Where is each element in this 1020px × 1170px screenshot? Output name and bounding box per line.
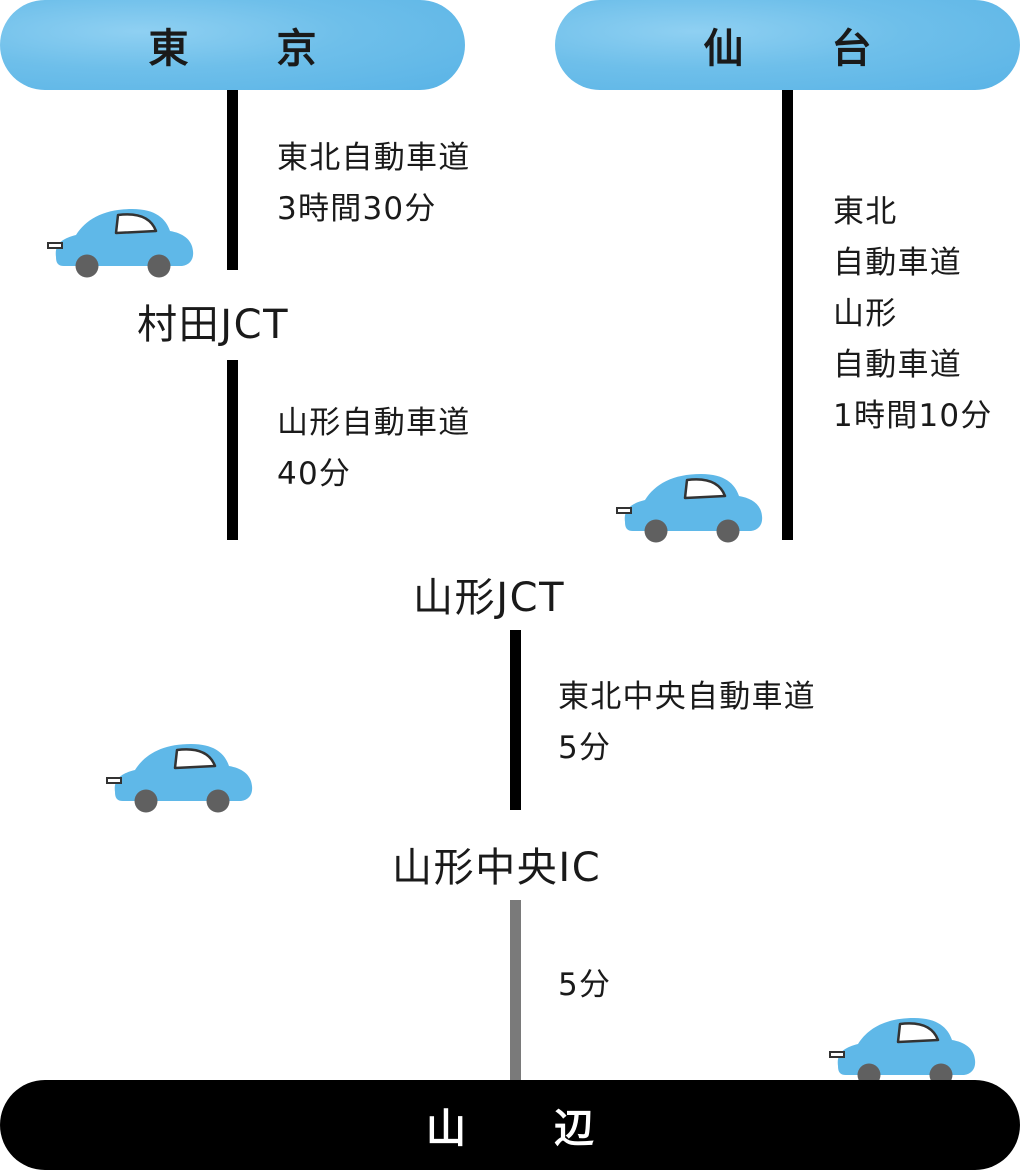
segment-road-line-1: 東北: [833, 194, 898, 230]
segment-road-line-2: 自動車道: [833, 245, 962, 281]
route-line-jct-chuo: [510, 630, 521, 810]
origin-sendai-label: 仙 台: [703, 26, 896, 72]
segment-road: 東北中央自動車道: [558, 679, 816, 715]
segment-time: 1時間10分: [833, 398, 993, 434]
node-murata-jct: 村田JCT: [137, 302, 290, 348]
segment-time: 5分: [558, 967, 612, 1003]
segment-time: 40分: [277, 456, 352, 492]
destination-label: 山 辺: [426, 1106, 618, 1152]
segment-label-sendai-yamagata: 東北 自動車道 山形 自動車道 1時間10分: [833, 187, 993, 442]
origin-tokyo: 東 京: [0, 0, 465, 90]
destination-yamanobe: 山 辺: [0, 1080, 1020, 1170]
origin-tokyo-label: 東 京: [148, 26, 341, 72]
segment-road: 山形自動車道: [277, 405, 471, 441]
car-icon: [829, 1018, 976, 1087]
segment-label-jct-chuo: 東北中央自動車道 5分: [558, 672, 816, 774]
segment-road: 東北自動車道: [277, 140, 471, 176]
route-line-tokyo-murata: [227, 90, 238, 270]
car-icon: [616, 474, 763, 543]
node-yamagata-jct: 山形JCT: [413, 575, 566, 621]
route-line-sendai-yamagata: [782, 90, 793, 540]
route-line-chuo-yamanobe: [510, 900, 521, 1082]
segment-road-line-3: 山形: [833, 296, 898, 332]
node-yamagata-chuo-ic: 山形中央IC: [392, 845, 602, 891]
segment-label-chuo-yamanobe: 5分: [558, 960, 611, 1011]
segment-time: 3時間30分: [277, 191, 437, 227]
route-line-murata-yamagata: [227, 360, 238, 540]
origin-sendai: 仙 台: [555, 0, 1020, 90]
segment-label-tokyo-murata: 東北自動車道 3時間30分: [277, 133, 470, 235]
segment-label-murata-yamagata: 山形自動車道 40分: [277, 398, 470, 500]
car-icon: [47, 209, 194, 278]
car-icon: [106, 744, 253, 813]
segment-time: 5分: [558, 730, 612, 766]
segment-road-line-4: 自動車道: [833, 347, 962, 383]
